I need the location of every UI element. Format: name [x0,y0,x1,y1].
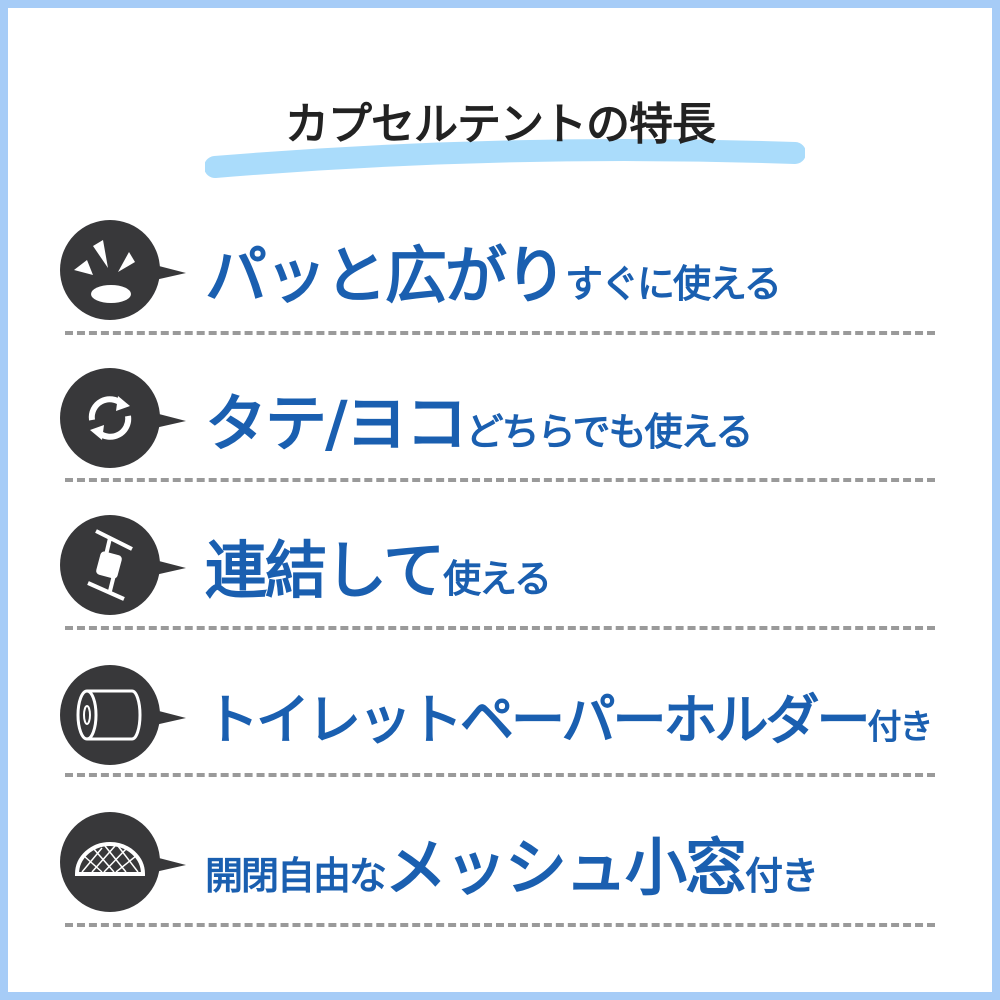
page-title: カプセルテントの特長 [285,99,716,150]
feature-row-orientation: タテ/ヨコどちらでも使える [60,358,940,478]
title-underline [205,139,805,178]
feature-row-mesh-window: 開閉自由なメッシュ小窓付き [60,802,940,922]
toilet-paper-icon [60,665,186,765]
feature-text: パッと広がりすぐに使える [205,239,782,312]
divider [65,773,935,777]
feature-text: 連結して使える [205,534,552,607]
feature-text: 開閉自由なメッシュ小窓付き [205,831,819,904]
connector-icon [60,515,186,615]
divider [65,331,935,335]
feature-text: トイレットペーパーホルダー付き [205,688,933,752]
divider [65,626,935,630]
mesh-window-icon [60,812,186,912]
rotate-arrows-icon [60,368,186,468]
divider [65,923,935,927]
feature-row-connect: 連結して使える [60,505,940,625]
feature-row-toilet-paper: トイレットペーパーホルダー付き [60,655,940,775]
divider [65,478,935,482]
feature-row-pop-open: パッと広がりすぐに使える [60,210,940,330]
feature-text: タテ/ヨコどちらでも使える [205,387,753,460]
pop-open-icon [60,220,186,320]
